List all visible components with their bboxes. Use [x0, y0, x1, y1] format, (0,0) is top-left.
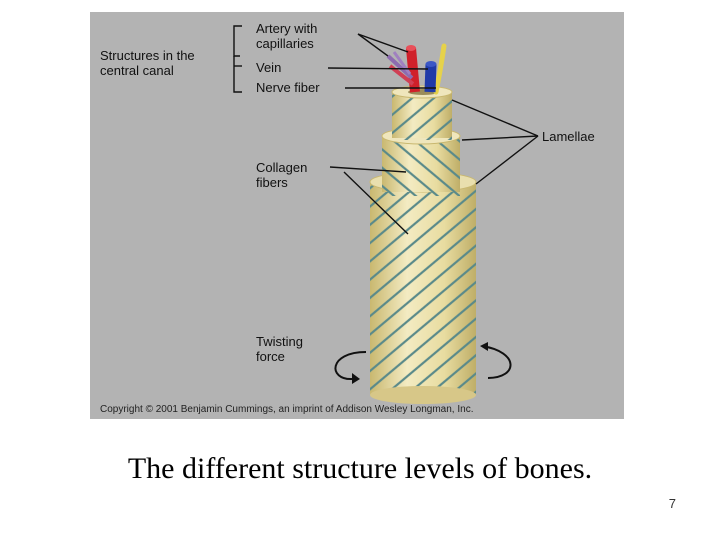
- bone-structure-figure: Structures in the central canal Artery w…: [90, 12, 624, 419]
- label-artery-1: Artery with: [256, 21, 317, 36]
- outer-lamella: [360, 172, 486, 404]
- label-structures-central-canal-2: central canal: [100, 63, 174, 78]
- label-collagen-1: Collagen: [256, 160, 307, 175]
- label-collagen-2: fibers: [256, 175, 288, 190]
- copyright-text: Copyright © 2001 Benjamin Cummings, an i…: [100, 404, 473, 415]
- page-number: 7: [640, 496, 676, 511]
- label-twisting-1: Twisting: [256, 334, 303, 349]
- inner-lamella: [382, 82, 462, 148]
- label-lamellae: Lamellae: [542, 129, 595, 144]
- label-nerve-fiber: Nerve fiber: [256, 80, 320, 95]
- label-structures-central-canal-1: Structures in the: [100, 48, 195, 63]
- label-artery-2: capillaries: [256, 36, 314, 51]
- label-twisting-2: force: [256, 349, 285, 364]
- slide-caption: The different structure levels of bones.: [0, 452, 720, 486]
- label-vein: Vein: [256, 60, 281, 75]
- bone-diagram: Structures in the central canal Artery w…: [90, 12, 624, 419]
